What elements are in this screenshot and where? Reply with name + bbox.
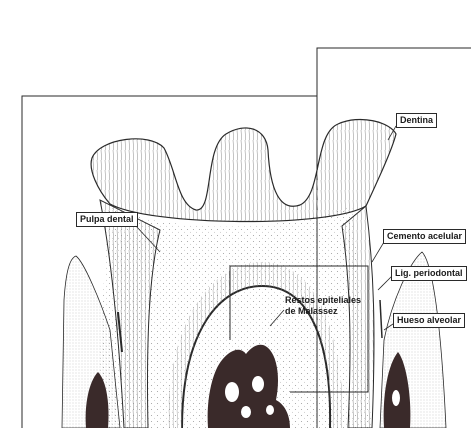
label-restos-epiteliales: Restos epiteliales de Malassez — [282, 294, 364, 318]
label-cemento-acelular: Cemento acelular — [383, 229, 466, 244]
label-restos-line2: de Malassez — [285, 306, 338, 316]
label-pulpa-dental: Pulpa dental — [76, 212, 138, 227]
label-hueso-alveolar: Hueso alveolar — [393, 313, 465, 328]
label-dentina: Dentina — [396, 113, 437, 128]
label-lig-periodontal: Lig. periodontal — [391, 266, 467, 281]
dentin-crown — [91, 119, 396, 221]
root-line-right — [380, 300, 382, 338]
label-restos-line1: Restos epiteliales — [285, 295, 361, 305]
